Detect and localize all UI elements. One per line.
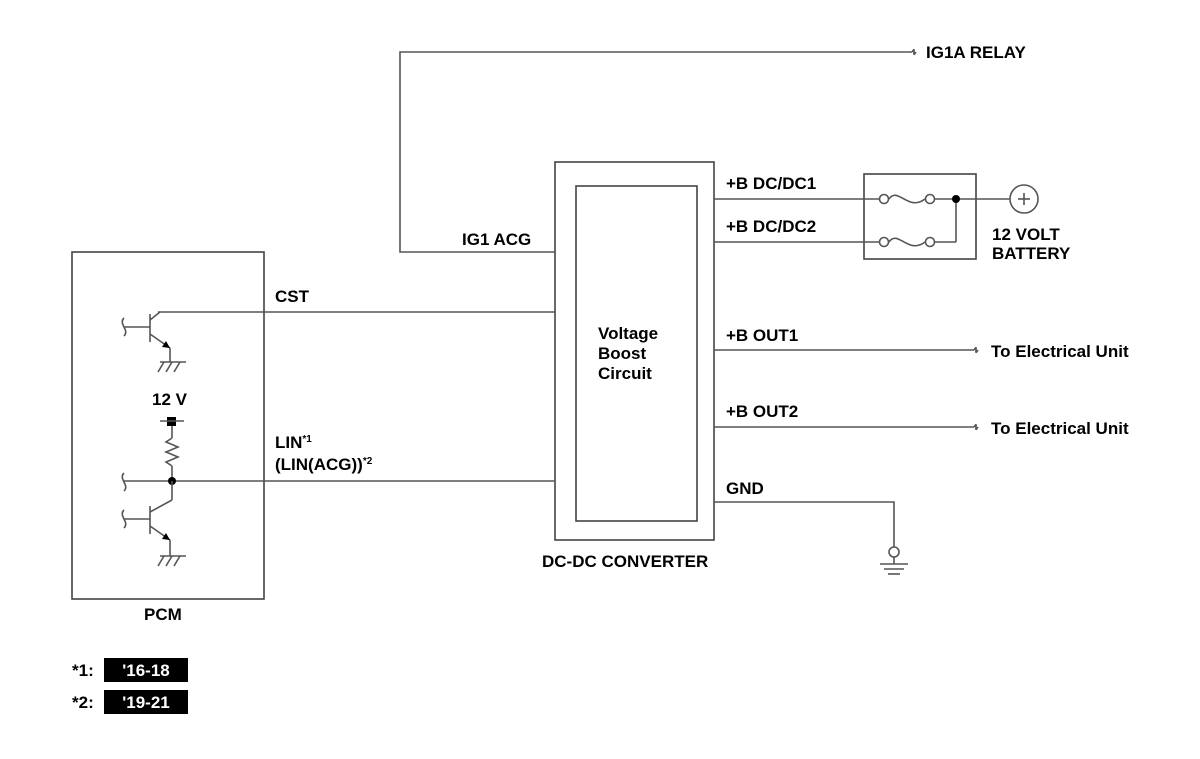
ig1a-relay-label: IG1A RELAY xyxy=(926,43,1026,62)
ig1-acg-label: IG1 ACG xyxy=(462,230,531,249)
junction-dot xyxy=(952,195,960,203)
ground-wire xyxy=(714,501,895,547)
footnote-2-badge-text: '19-21 xyxy=(122,693,170,712)
fuse-1-icon xyxy=(878,193,936,205)
b-dcdc1-label: +B DC/DC1 xyxy=(726,174,816,193)
ground-icon xyxy=(880,546,908,575)
lin-transistor-icon xyxy=(121,481,186,567)
footnote-1: *1: '16-18 xyxy=(72,658,188,682)
lin-label: LIN*1 xyxy=(275,433,312,452)
to-electrical-unit-label-2: To Electrical Unit xyxy=(991,419,1129,438)
b-dcdc2-label: +B DC/DC2 xyxy=(726,217,816,236)
footnote-2-marker: *2: xyxy=(72,693,94,712)
dcdc-converter-box xyxy=(554,161,715,541)
b-out1-wire xyxy=(714,346,979,354)
b-out2-wire xyxy=(714,423,979,431)
to-electrical-unit-label-1: To Electrical Unit xyxy=(991,342,1129,361)
fuse-box xyxy=(714,173,1010,260)
booster-label-line3: Circuit xyxy=(598,364,652,383)
voltage-boost-circuit-box xyxy=(575,185,698,522)
cst-label: CST xyxy=(275,287,310,306)
cst-transistor-icon xyxy=(121,311,186,373)
footnote-1-marker: *1: xyxy=(72,661,94,680)
pullup-resistor-icon xyxy=(160,417,184,481)
b-out2-label: +B OUT2 xyxy=(726,402,798,421)
lin-break-icon xyxy=(121,472,127,492)
pcm-label: PCM xyxy=(144,605,182,624)
dcdc-converter-label: DC-DC CONVERTER xyxy=(542,552,708,571)
footnote-2-badge xyxy=(104,690,188,714)
fuse-2-icon xyxy=(878,236,936,248)
gnd-label: GND xyxy=(726,479,764,498)
footnote-2: *2: '19-21 xyxy=(72,690,188,714)
ig1a-relay-wire xyxy=(399,48,917,253)
battery-label-line1: 12 VOLT xyxy=(992,225,1060,244)
battery-label-line2: BATTERY xyxy=(992,244,1071,263)
footnote-1-badge-text: '16-18 xyxy=(122,661,170,680)
b-out1-label: +B OUT1 xyxy=(726,326,798,345)
booster-label-line1: Voltage xyxy=(598,324,658,343)
booster-label-line2: Boost xyxy=(598,344,647,363)
battery-positive-icon xyxy=(1009,184,1039,214)
pcm-box xyxy=(71,251,265,600)
footnote-1-badge xyxy=(104,658,188,682)
lin-acg-label: (LIN(ACG))*2 xyxy=(275,455,373,474)
twelve-v-label: 12 V xyxy=(152,390,188,409)
